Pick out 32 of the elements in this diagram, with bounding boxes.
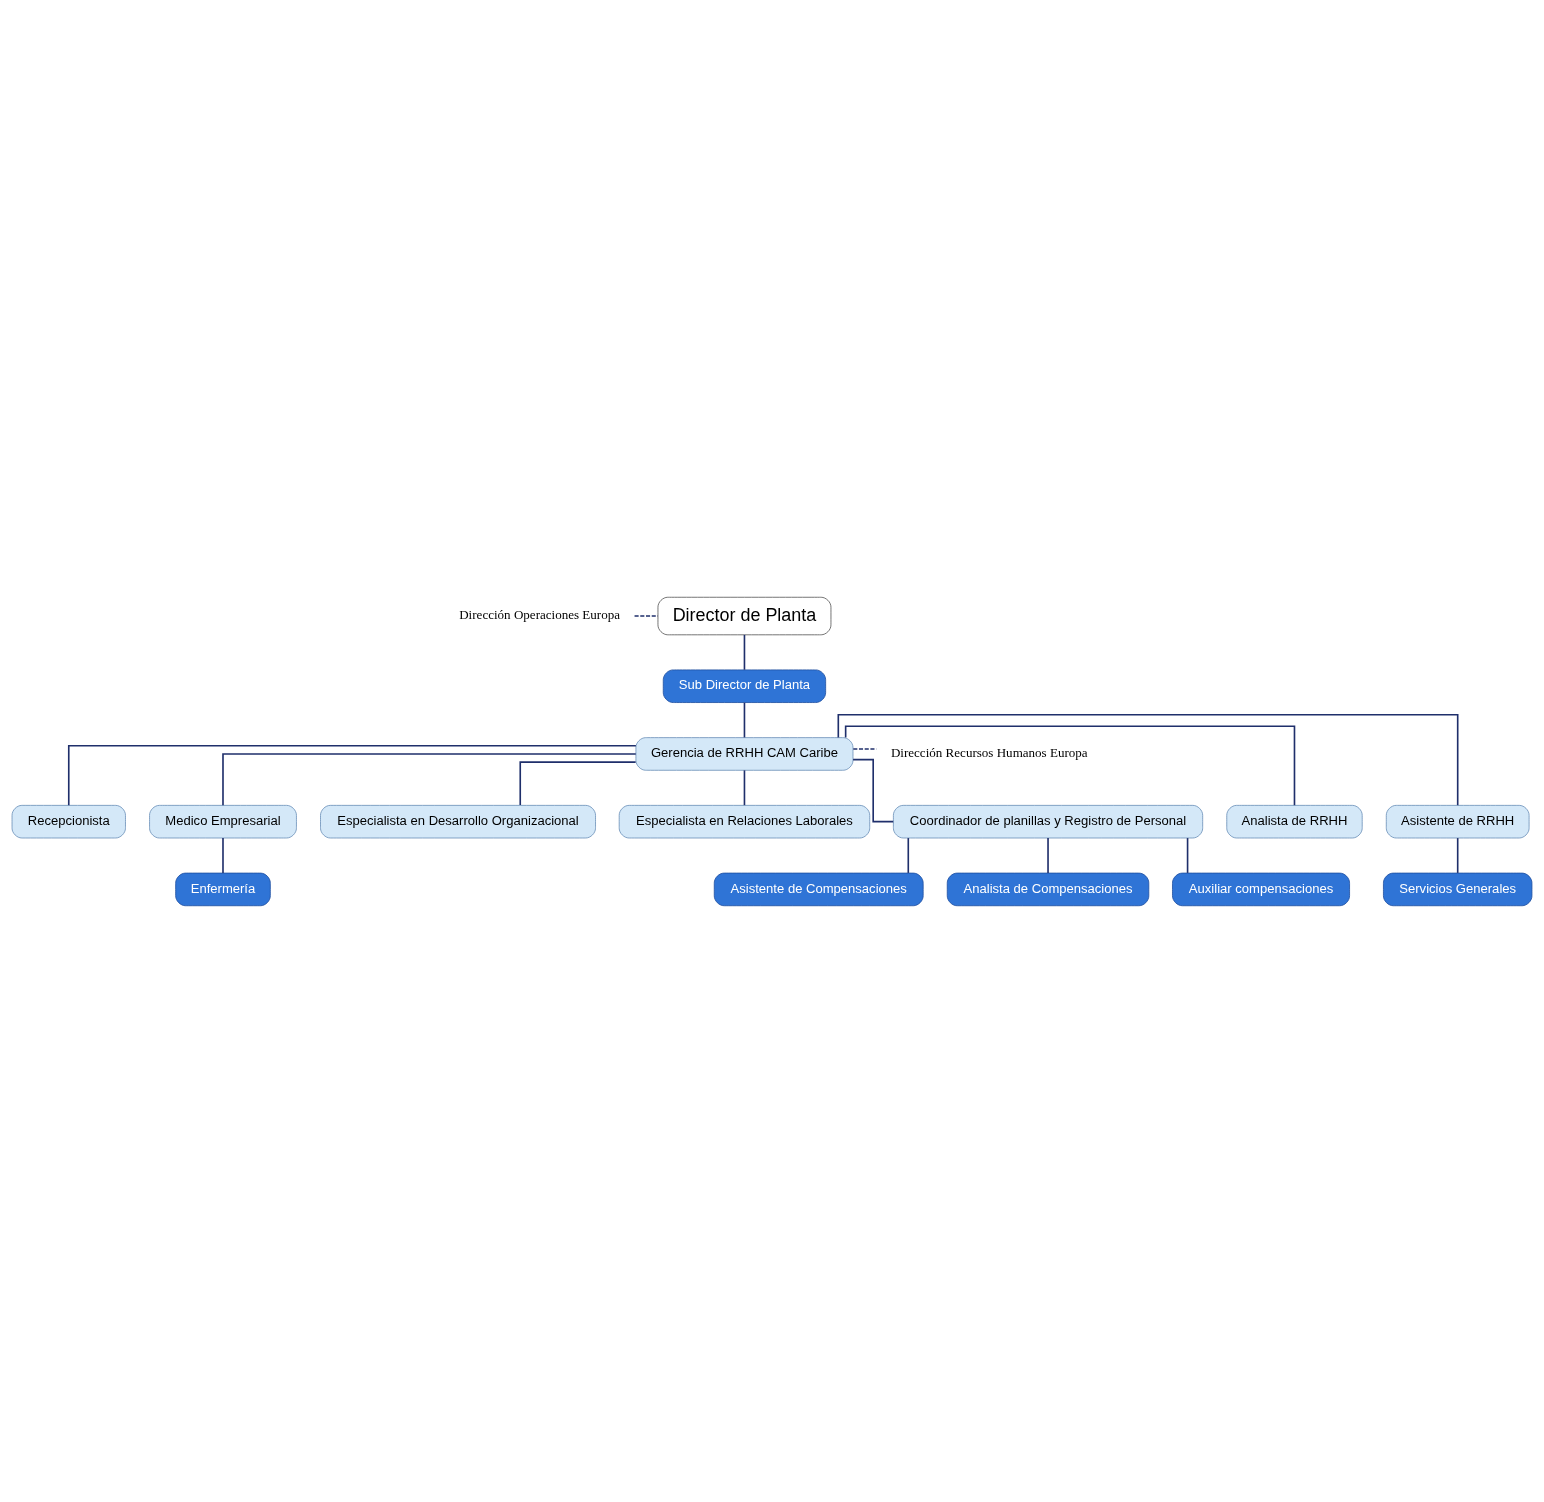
node-box: Asistente de Compensaciones (713, 872, 924, 906)
node-box: Recepcionista (11, 804, 126, 838)
connector (837, 713, 1459, 806)
node-box: Analista de Compensaciones (946, 872, 1150, 906)
node-box: Especialista en Desarrollo Organizacional (320, 804, 596, 838)
connector (743, 633, 746, 671)
connector (852, 758, 895, 822)
node-box: Medico Empresarial (149, 804, 297, 838)
node-text: Dirección Recursos Humanos Europa (890, 744, 1088, 760)
connector (222, 836, 224, 874)
node-box: Gerencia de RRHH CAM Caribe (635, 736, 854, 771)
connector (844, 724, 1296, 806)
node-box: Especialista en Relaciones Laborales (618, 804, 871, 838)
connector (222, 752, 637, 806)
connector (519, 760, 637, 806)
node-box: Sub Director de Planta (662, 669, 827, 703)
node-box: Director de Planta (657, 596, 832, 635)
connector (1456, 836, 1459, 874)
connector (67, 744, 637, 806)
node-box: Analista de RRHH (1226, 804, 1363, 838)
node-box: Enfermería (175, 872, 271, 906)
connector (633, 614, 659, 617)
node-text: Dirección Operaciones Europa (459, 606, 621, 622)
node-box: Asistente de RRHH (1385, 804, 1530, 838)
connector (1186, 836, 1189, 874)
node-box: Auxiliar compensaciones (1172, 872, 1350, 906)
node-box: Servicios Generales (1383, 872, 1533, 906)
connector (743, 701, 746, 738)
connector (1047, 836, 1049, 874)
connector (907, 836, 910, 874)
node-box: Coordinador de planillas y Registro de Personal (893, 804, 1204, 838)
connector (743, 769, 746, 806)
